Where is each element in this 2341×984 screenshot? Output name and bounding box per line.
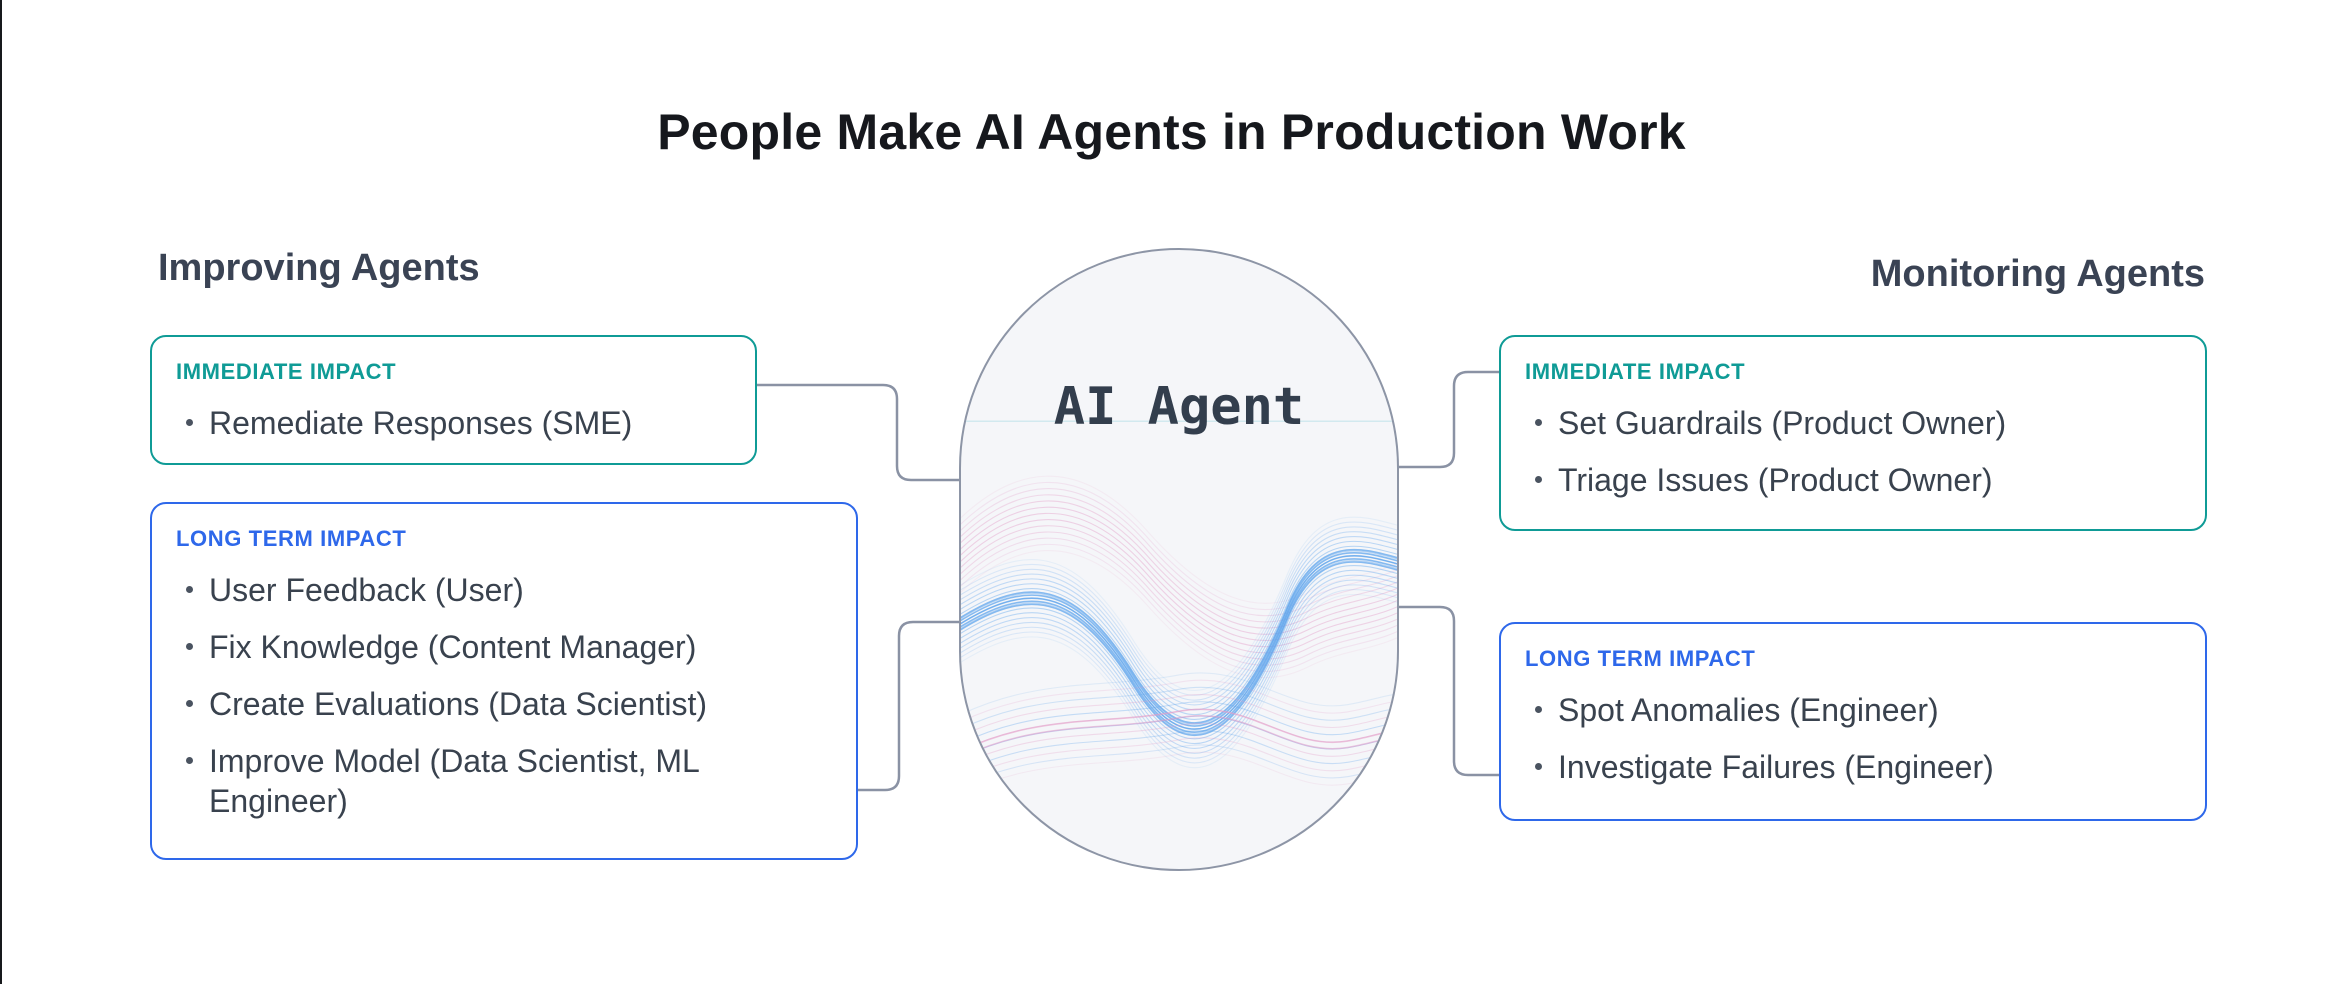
card-monitoring-long-term-impact: LONG TERM IMPACT Spot Anomalies (Enginee… — [1499, 622, 2207, 821]
list-item-text: Spot Anomalies (Engineer) — [1558, 692, 1939, 728]
list-item: Remediate Responses (SME) — [176, 403, 731, 443]
bullet-icon — [186, 700, 193, 707]
impact-label: IMMEDIATE IMPACT — [1525, 359, 1746, 384]
list-item: Fix Knowledge (Content Manager) — [176, 627, 832, 667]
impact-item-list: User Feedback (User) Fix Knowledge (Cont… — [176, 570, 832, 821]
connector-right-bottom — [1396, 605, 1499, 777]
bullet-icon — [186, 757, 193, 764]
bullet-icon — [1535, 763, 1542, 770]
impact-item-list: Spot Anomalies (Engineer) Investigate Fa… — [1525, 690, 2181, 787]
list-item-text: Improve Model (Data Scientist, ML Engine… — [209, 743, 699, 819]
list-item-text: Set Guardrails (Product Owner) — [1558, 405, 2007, 441]
connector-right-top — [1396, 370, 1499, 469]
list-item-text: Triage Issues (Product Owner) — [1558, 462, 1993, 498]
card-improving-long-term-impact: LONG TERM IMPACT User Feedback (User) Fi… — [150, 502, 858, 860]
ai-agent-capsule: AI Agent — [959, 248, 1399, 871]
list-item-text: Create Evaluations (Data Scientist) — [209, 686, 707, 722]
list-item-text: Fix Knowledge (Content Manager) — [209, 629, 697, 665]
waveform-graphic — [961, 420, 1397, 795]
bullet-icon — [1535, 419, 1542, 426]
bullet-icon — [1535, 706, 1542, 713]
list-item: Set Guardrails (Product Owner) — [1525, 403, 2181, 443]
card-improving-immediate-impact: IMMEDIATE IMPACT Remediate Responses (SM… — [150, 335, 757, 465]
bullet-icon — [186, 419, 193, 426]
list-item-text: Investigate Failures (Engineer) — [1558, 749, 1994, 785]
connector-left-top — [757, 383, 962, 482]
bullet-icon — [1535, 476, 1542, 483]
ai-agent-label: AI Agent — [1053, 377, 1305, 437]
list-item: Create Evaluations (Data Scientist) — [176, 684, 832, 724]
section-heading-improving-agents: Improving Agents — [158, 247, 480, 289]
impact-label: LONG TERM IMPACT — [176, 526, 407, 551]
connector-left-bottom — [858, 620, 962, 792]
card-monitoring-immediate-impact: IMMEDIATE IMPACT Set Guardrails (Product… — [1499, 335, 2207, 531]
bullet-icon — [186, 586, 193, 593]
list-item: Spot Anomalies (Engineer) — [1525, 690, 2181, 730]
page-title: People Make AI Agents in Production Work — [657, 104, 1686, 160]
impact-item-list: Set Guardrails (Product Owner) Triage Is… — [1525, 403, 2181, 500]
section-heading-monitoring-agents: Monitoring Agents — [1870, 253, 2205, 295]
list-item: Improve Model (Data Scientist, ML Engine… — [176, 741, 832, 821]
bullet-icon — [186, 643, 193, 650]
list-item: Triage Issues (Product Owner) — [1525, 460, 2181, 500]
list-item: User Feedback (User) — [176, 570, 832, 610]
list-item-text: Remediate Responses (SME) — [209, 405, 633, 441]
list-item: Investigate Failures (Engineer) — [1525, 747, 2181, 787]
impact-label: LONG TERM IMPACT — [1525, 646, 1756, 671]
impact-label: IMMEDIATE IMPACT — [176, 359, 397, 384]
list-item-text: User Feedback (User) — [209, 572, 524, 608]
impact-item-list: Remediate Responses (SME) — [176, 403, 731, 443]
